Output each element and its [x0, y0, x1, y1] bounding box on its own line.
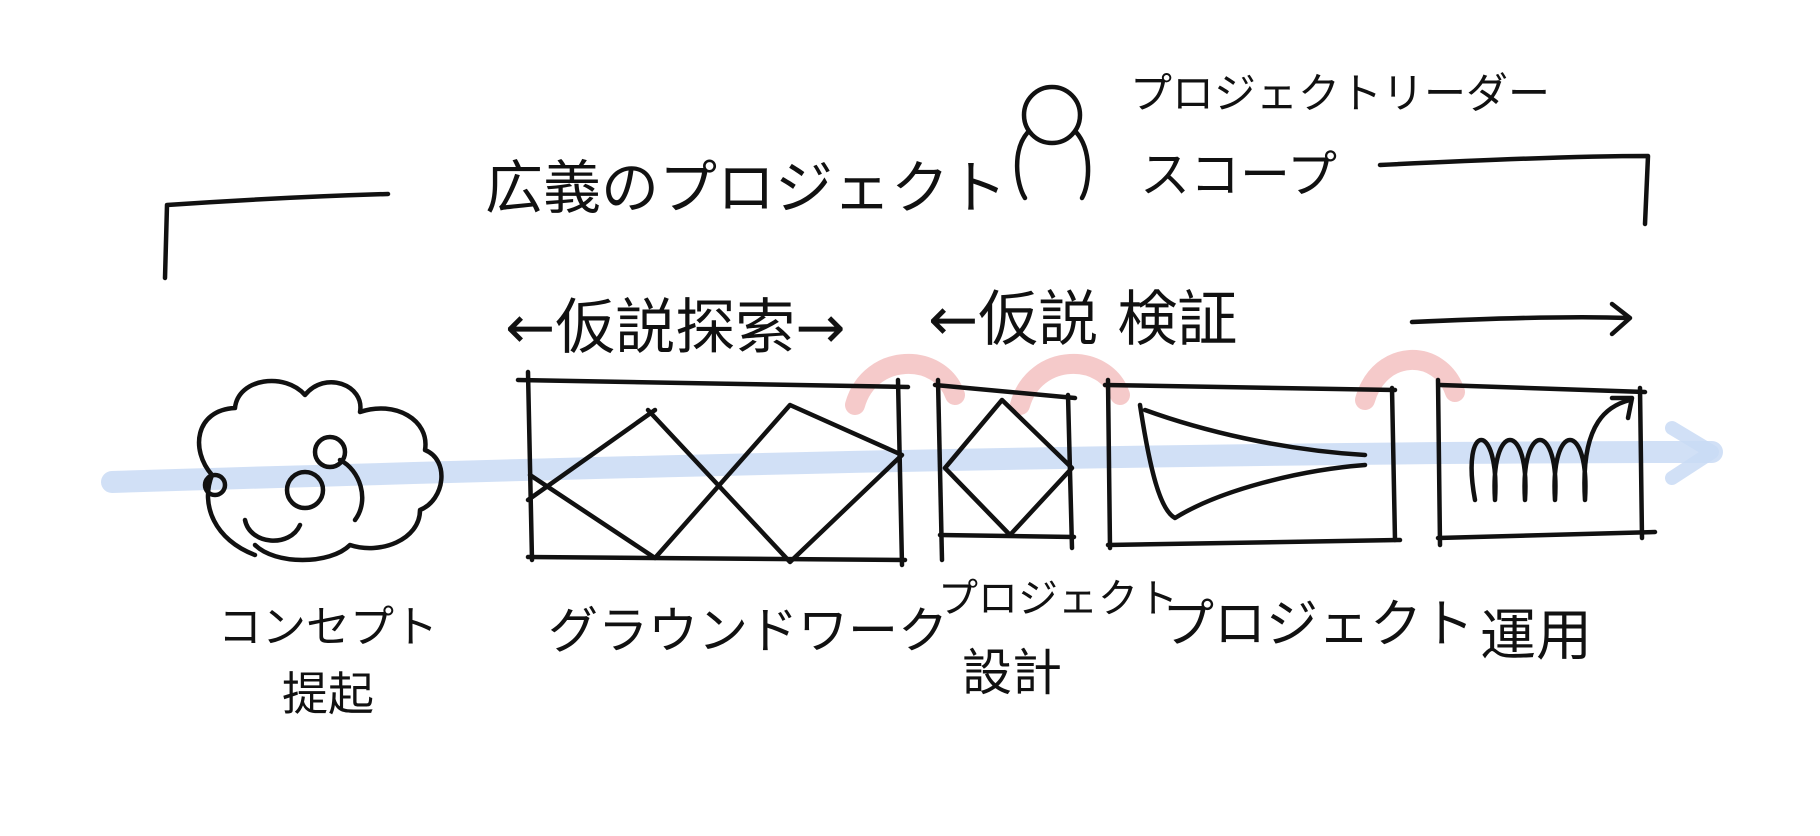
- cloud-icon: [196, 378, 444, 563]
- stage-label-project: プロジェクト: [1162, 595, 1474, 655]
- stage-label-concept-line1: コンセプト: [218, 602, 438, 653]
- hypothesis-verify-label: ←仮説 検証: [928, 285, 1237, 355]
- project-design-box: [932, 377, 1078, 563]
- stage-label-concept-line2: 提起: [282, 667, 374, 721]
- leader-label-line1: プロジェクトリーダー: [1130, 69, 1550, 118]
- hypothesis-search-label: ←仮説探索→: [505, 293, 846, 363]
- project-box: [1102, 377, 1403, 551]
- transition-arcs: [845, 349, 1465, 415]
- project-title: 広義のプロジェクト: [485, 154, 1007, 222]
- stage-label-operation: 運用: [1480, 604, 1592, 669]
- verify-arrow: [1409, 301, 1633, 337]
- person-icon: [1014, 84, 1091, 201]
- stage-label-groundwork: グラウンドワーク: [548, 602, 948, 660]
- stage-label-design-line2: 設計: [962, 644, 1062, 702]
- leader-label-line2: スコープ: [1140, 146, 1337, 204]
- groundwork-box: [515, 369, 911, 568]
- operation-box: [1435, 377, 1658, 548]
- stage-label-design-line1: プロジェクト: [938, 576, 1178, 622]
- scope-bracket: [162, 153, 1651, 281]
